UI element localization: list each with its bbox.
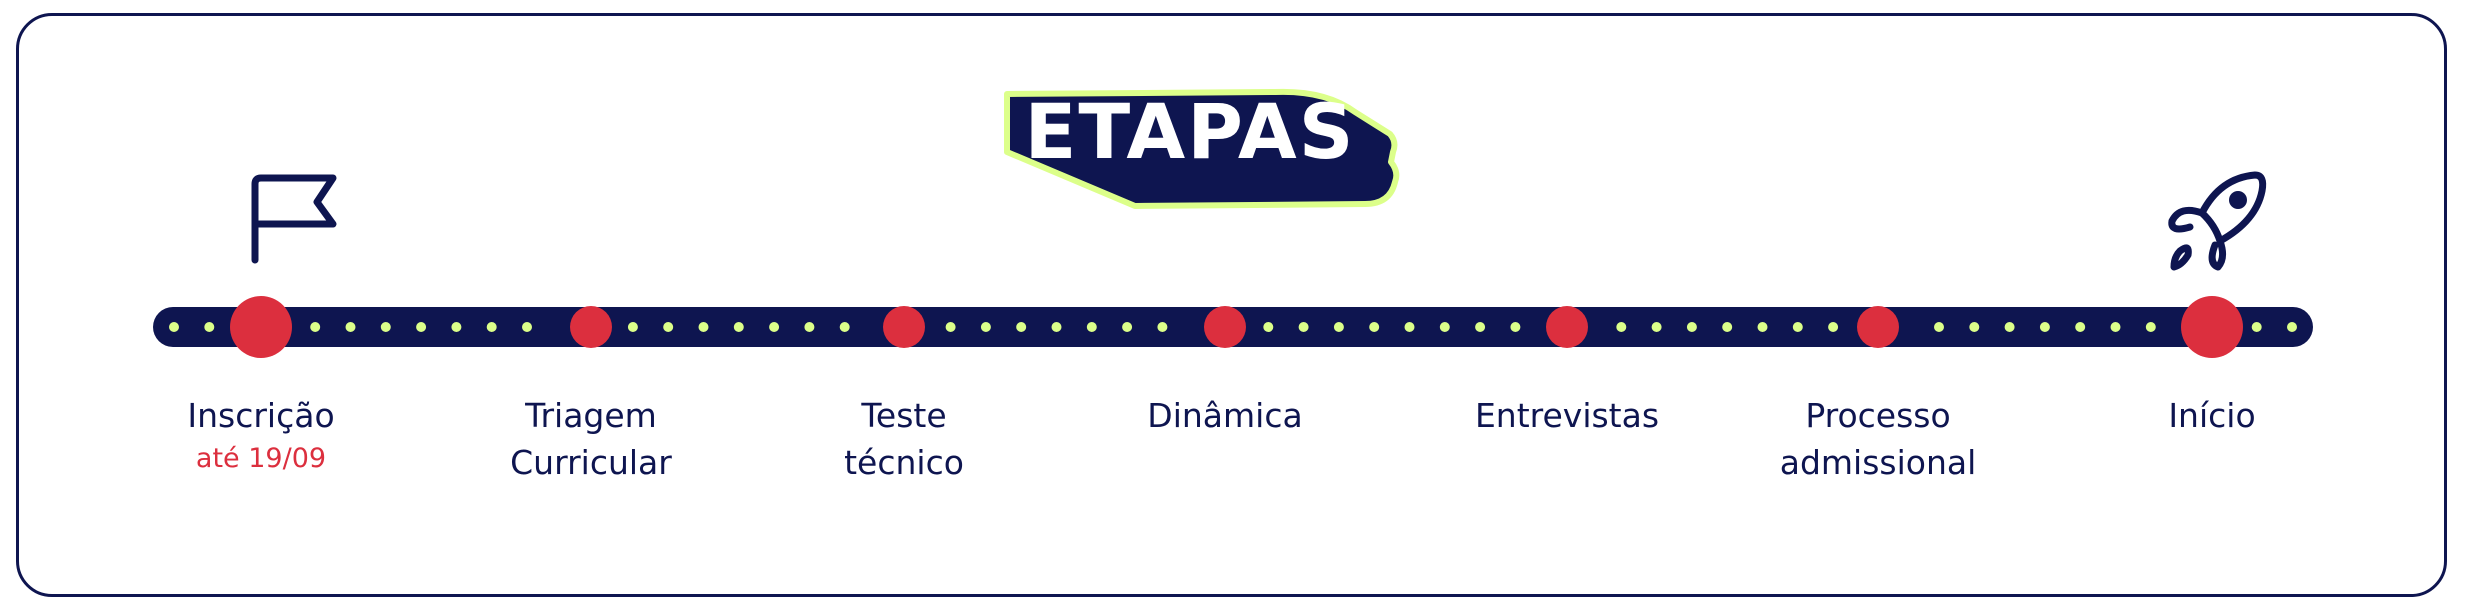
page-title: ETAPAS <box>1024 87 1356 176</box>
title-badge <box>1004 88 1400 209</box>
step-marker <box>570 306 612 348</box>
track-dot <box>310 322 321 332</box>
rocket-icon <box>2168 171 2267 271</box>
step-marker <box>230 296 292 358</box>
track-dot <box>1828 322 1839 332</box>
track-dot <box>2251 322 2262 332</box>
track-dot <box>2004 322 2015 332</box>
step-name-line2: técnico <box>844 443 964 482</box>
track-dot <box>204 322 215 332</box>
track-dot <box>1051 322 1062 332</box>
step-name: Entrevistas <box>1474 396 1660 435</box>
track-dot <box>1298 322 1309 332</box>
track-dot <box>2039 322 2050 332</box>
track-dot <box>1263 322 1274 332</box>
track-dot <box>2287 322 2297 332</box>
track-dot <box>1157 322 1168 332</box>
step-label: Dinâmica <box>1085 392 1365 439</box>
step-marker <box>1546 306 1588 348</box>
track-dot <box>1934 322 1944 332</box>
track-dot <box>2145 322 2156 332</box>
step-marker <box>1204 306 1246 348</box>
step-name: Início <box>2168 396 2256 435</box>
track-dot <box>1475 322 1486 332</box>
track-dot <box>1651 322 1662 332</box>
step-marker <box>883 306 925 348</box>
track-dot <box>1086 322 1097 332</box>
track-dot <box>1757 322 1768 332</box>
track-dot <box>1792 322 1803 332</box>
track-dot <box>1722 322 1733 332</box>
track-dot <box>733 322 744 332</box>
step-name-line2: Curricular <box>510 443 672 482</box>
track-dot <box>1122 322 1133 332</box>
track-dot <box>804 322 815 332</box>
flag-icon <box>251 174 337 264</box>
track-dot <box>698 322 709 332</box>
track-dot <box>663 322 674 332</box>
track-dot <box>1439 322 1450 332</box>
step-label: Processo admissional <box>1738 392 2018 486</box>
track-dot <box>2075 322 2086 332</box>
step-label: Teste técnico <box>764 392 1044 486</box>
track-dot <box>1616 322 1627 332</box>
step-marker <box>1857 306 1899 348</box>
track-dot <box>169 322 179 332</box>
step-label: Início <box>2072 392 2352 439</box>
track-dot <box>345 322 356 332</box>
step-marker <box>2181 296 2243 358</box>
track-dot <box>451 322 462 332</box>
track-dot <box>1686 322 1697 332</box>
step-deadline: até 19/09 <box>195 443 327 474</box>
step-name: Teste <box>861 396 947 435</box>
track-dot <box>627 322 638 332</box>
track-dot <box>1333 322 1344 332</box>
track-dot <box>980 322 991 332</box>
track-dot <box>1969 322 1980 332</box>
track-dot <box>1369 322 1380 332</box>
step-label: Inscrição até 19/09 <box>121 392 401 479</box>
stages-card <box>16 13 2447 597</box>
track-dot <box>522 322 532 332</box>
track-dot <box>945 322 956 332</box>
step-label: Entrevistas <box>1427 392 1707 439</box>
step-name: Triagem <box>525 396 657 435</box>
track-dot <box>2110 322 2121 332</box>
step-name: Processo <box>1805 396 1951 435</box>
step-name: Inscrição <box>187 396 335 435</box>
track-dot <box>839 322 850 332</box>
track-dot <box>1016 322 1027 332</box>
track-dot <box>769 322 780 332</box>
track-dot <box>416 322 427 332</box>
track-dot <box>380 322 391 332</box>
track-dot <box>1404 322 1415 332</box>
step-name: Dinâmica <box>1147 396 1303 435</box>
step-name-line2: admissional <box>1779 443 1977 482</box>
track-dot <box>486 322 497 332</box>
track-dot <box>1510 322 1521 332</box>
